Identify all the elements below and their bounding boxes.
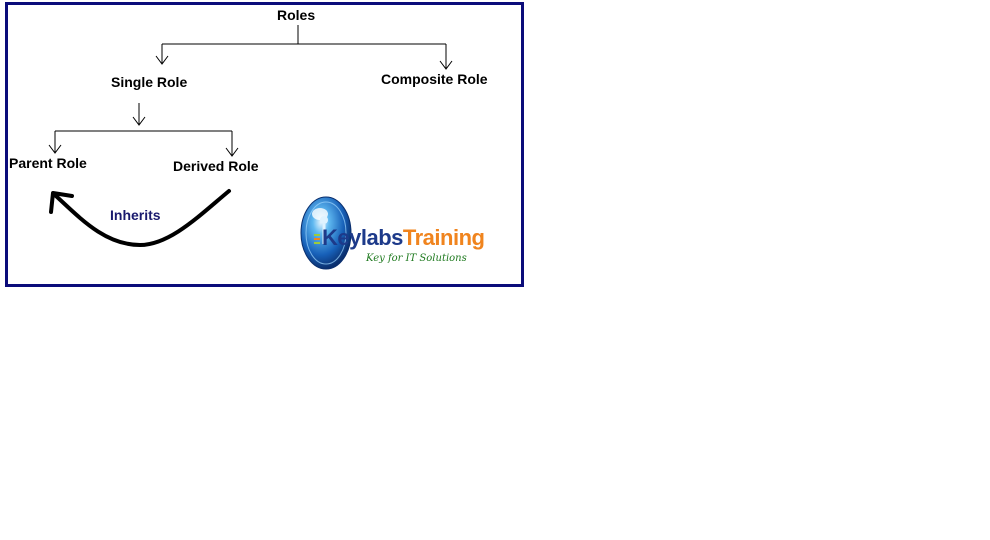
arrowhead-derived-role — [225, 147, 239, 157]
parent-role-label: Parent Role — [9, 155, 87, 171]
brand-training: Training — [402, 225, 485, 250]
inherits-label: Inherits — [110, 207, 161, 223]
brand-bars-icon — [314, 234, 320, 244]
brand-keylabs: Keylabs — [322, 225, 403, 250]
inherits-curve — [54, 189, 231, 248]
keylabs-globe-logo — [300, 196, 352, 270]
arrowhead-parent-role — [48, 144, 62, 154]
arrowhead-single-down — [132, 116, 146, 126]
roles-label: Roles — [277, 7, 316, 23]
arrowhead-single-role — [155, 55, 169, 65]
derived-role-label: Derived Role — [173, 158, 259, 174]
composite-role-label: Composite Role — [381, 71, 488, 87]
brand-tagline: Key for IT Solutions — [366, 253, 467, 264]
arrowhead-composite-role — [439, 60, 453, 70]
single-role-connector — [54, 103, 233, 155]
roles-connector — [161, 25, 447, 68]
diagram-frame — [5, 2, 524, 287]
inherits-arrowhead — [49, 191, 74, 214]
keylabs-training-wordmark: KeylabsTraining — [322, 225, 485, 251]
single-role-label: Single Role — [111, 74, 188, 90]
